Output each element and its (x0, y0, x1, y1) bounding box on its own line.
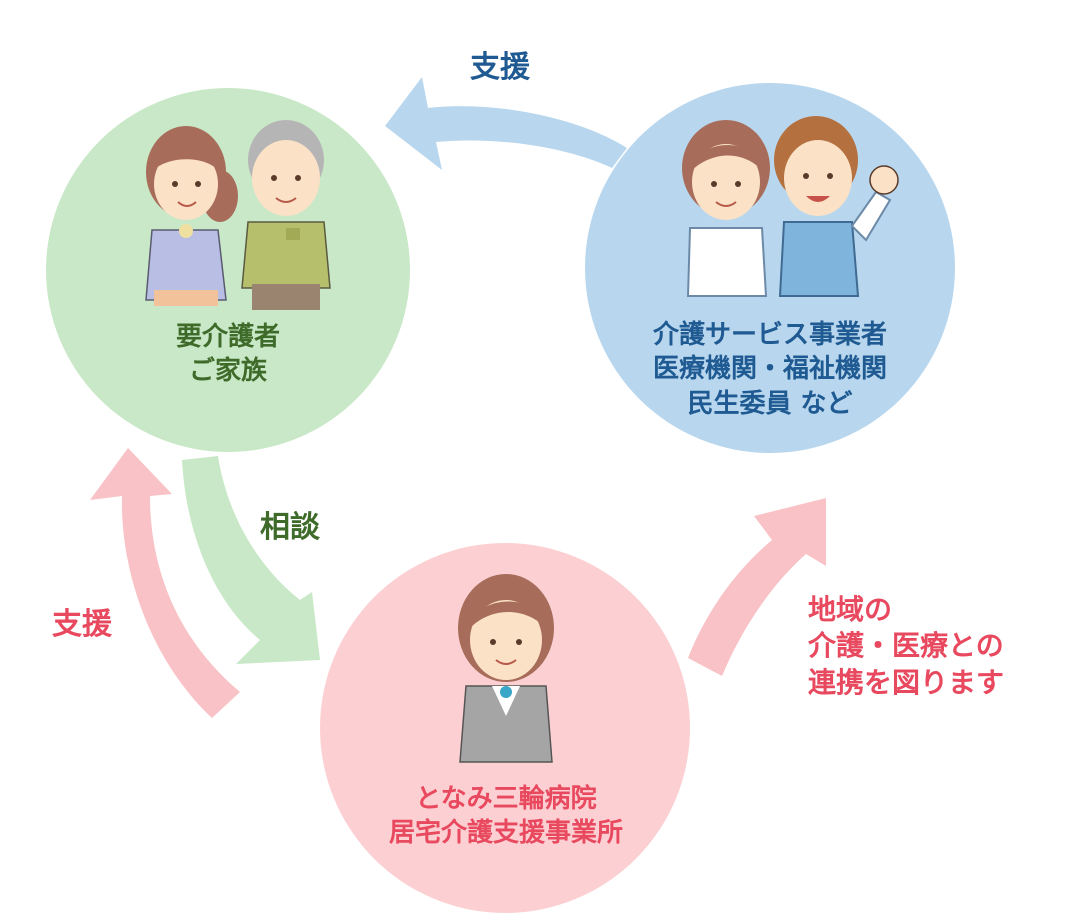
providers-label-line1: 介護サービス事業者 (652, 320, 888, 350)
support-label-top: 支援 (470, 50, 530, 85)
center-label-line2: 居宅介護支援事業所 (388, 818, 624, 849)
cooperation-label-line1: 地域の (808, 593, 893, 626)
family-label-line2: ご家族 (188, 356, 268, 387)
cooperation-label-line3: 連携を図ります (808, 665, 1005, 699)
cooperation-arrow (688, 498, 826, 676)
nurse-and-caregiver-icon (682, 116, 899, 297)
care-manager-icon (458, 574, 554, 763)
providers-label-line2: 医療機関・福祉機関 (652, 354, 888, 385)
providers-label-line3: 民生委員 など (687, 388, 853, 419)
elderly-couple-icon (145, 120, 331, 310)
provider-circle (585, 83, 955, 453)
support-arrow-top (385, 77, 627, 170)
family-label-line1: 要介護者 (175, 322, 281, 352)
family-label: 要介護者 ご家族 (176, 320, 280, 389)
support-arrow-left (90, 448, 240, 718)
center-label: となみ三輪病院 居宅介護支援事業所 (389, 782, 623, 851)
consult-label: 相談 (260, 510, 320, 545)
center-label-line1: となみ三輪病院 (415, 784, 597, 814)
family-circle (46, 88, 410, 452)
cooperation-label: 地域の 介護・医療との 連携を図ります (808, 592, 1004, 701)
consult-arrow (182, 456, 320, 664)
support-label-left: 支援 (52, 607, 112, 642)
cooperation-label-line2: 介護・医療との (808, 629, 1004, 663)
providers-label: 介護サービス事業者 医療機関・福祉機関 民生委員 など (653, 318, 887, 421)
